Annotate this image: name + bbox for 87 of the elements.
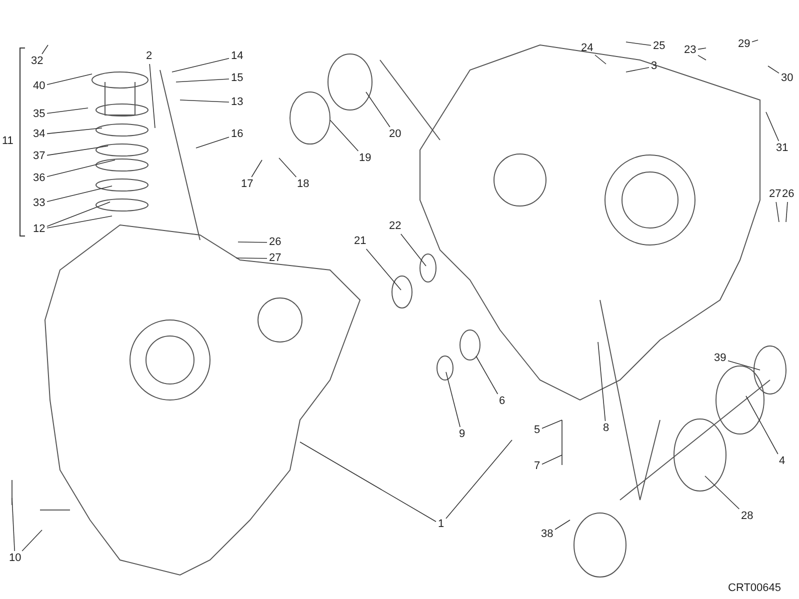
callout-number: 29 [737, 38, 752, 51]
leader-line [698, 54, 706, 60]
callout-number: 21 [353, 235, 368, 248]
callout-number: 27 [268, 252, 282, 265]
leader-line [300, 442, 436, 522]
callout-number: 11 [1, 135, 14, 148]
callout-number: 5 [533, 424, 542, 437]
callout-number: 39 [713, 352, 728, 365]
leader-line [698, 48, 706, 50]
callout-number: 38 [540, 528, 554, 541]
leader-line [42, 44, 48, 54]
callout-number: 2 [145, 50, 154, 63]
leader-line [180, 100, 230, 102]
leader-line [446, 440, 512, 519]
leader-line [366, 92, 390, 128]
callout-number: 27 [768, 188, 782, 201]
callout-number: 32 [30, 55, 44, 68]
leader-line [766, 112, 780, 142]
callout-number: 31 [775, 142, 790, 155]
leader-line [626, 42, 652, 46]
callout-number: 40 [32, 80, 46, 93]
callout-number: 13 [230, 96, 244, 109]
leader-line [786, 202, 788, 222]
drawing-code: CRT00645 [728, 582, 781, 594]
callout-number: 23 [683, 44, 698, 57]
leader-line [172, 58, 230, 72]
callout-number: 15 [230, 72, 244, 85]
leader-line [46, 160, 116, 177]
callout-number: 34 [32, 128, 46, 141]
leader-line [728, 360, 760, 370]
callout-number: 37 [32, 150, 46, 163]
callout-number: 20 [388, 128, 402, 141]
callout-number: 9 [458, 428, 466, 441]
callout-number: 17 [240, 178, 254, 191]
callout-number: 36 [32, 172, 46, 185]
leader-line [366, 248, 402, 290]
leader-line [594, 54, 606, 64]
callout-number: 26 [268, 236, 282, 249]
callout-number: 28 [740, 510, 754, 523]
callout-number: 14 [230, 50, 244, 63]
leader-line [330, 120, 359, 152]
leader-line [554, 520, 570, 530]
leader-line [542, 454, 562, 465]
leader-line [746, 396, 778, 454]
leader-line [238, 242, 268, 243]
leader-line [236, 258, 268, 259]
leader-line [446, 372, 460, 428]
leader-line [768, 66, 780, 74]
leader-line [626, 67, 650, 72]
callout-number: 8 [602, 422, 610, 435]
leader-line [12, 498, 15, 552]
leader-line [46, 74, 92, 85]
callout-number: 30 [780, 72, 794, 85]
leader-line [278, 158, 297, 178]
callout-number: 12 [32, 223, 46, 236]
leader-line [196, 136, 230, 148]
leader-line [542, 420, 562, 429]
callout-number: 10 [8, 552, 22, 565]
leader-line [46, 146, 108, 156]
callout-number: 25 [652, 40, 666, 53]
leader-line [46, 216, 112, 228]
leader-line [46, 108, 88, 114]
callout-number: 7 [533, 460, 542, 473]
leader-line [598, 342, 606, 422]
callout-number: 18 [296, 178, 310, 191]
leader-line [251, 160, 262, 178]
leader-line [46, 186, 112, 202]
callout-number: 6 [498, 395, 506, 408]
leader-line [776, 202, 780, 222]
callout-number: 22 [388, 220, 402, 233]
callout-number: 33 [32, 197, 46, 210]
callout-number: 19 [358, 152, 372, 165]
leader-line [400, 234, 426, 266]
leader-line [149, 64, 156, 128]
callout-number: 35 [32, 108, 46, 121]
leader-line [22, 530, 42, 552]
leader-line [46, 202, 110, 227]
leader-line [176, 78, 230, 82]
callout-number: 26 [781, 188, 796, 201]
callout-number: 24 [580, 42, 594, 55]
leader-line [46, 128, 102, 134]
callout-number: 4 [778, 455, 786, 468]
leader-line [704, 476, 740, 510]
leader-line [752, 40, 758, 42]
leader-line [476, 356, 498, 394]
callout-number: 1 [437, 518, 446, 531]
callout-number: 16 [230, 128, 244, 141]
